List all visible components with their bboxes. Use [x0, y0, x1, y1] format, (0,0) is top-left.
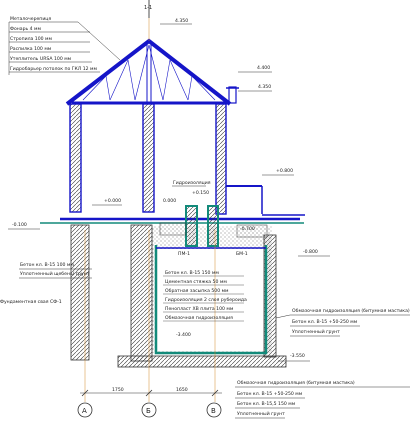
floor-line-2: Цементная стяжка 50 мм [165, 279, 227, 285]
pit [159, 205, 219, 247]
level-chimney-base: 4.350 [258, 84, 271, 90]
basement [117, 226, 287, 368]
left-pile [70, 224, 90, 361]
roof-line-2: Стропила 100 мм [10, 36, 53, 42]
level-pit-a: +0.150 [192, 190, 209, 196]
level-chimney-top: 4.400 [257, 65, 270, 71]
level-pit-b: -0.700 [240, 226, 255, 232]
level-basement-floor: -3.400 [176, 332, 191, 338]
axis-b-label: Б [146, 407, 151, 415]
floor-line-6: Обмазочная гидроизоляция [165, 315, 233, 321]
waterproofing-label: Гидроизоляция [173, 180, 211, 186]
footing-right-title: Обмазочная гидроизоляция (битумная масти… [237, 380, 355, 386]
roof-line-5: Гидробарьер потолок по ГКЛ 12 мм [10, 66, 97, 72]
left-wall-note: Бетон кл. В-15 100 мм Уплотненный щебень… [0, 262, 92, 305]
floor-line-5: Пенопласт ХВ плита 100 мм [165, 306, 234, 312]
level-ground-left: -0.100 [12, 222, 27, 228]
floor-line-1: Бетон кл. В-15 150 мм [165, 270, 219, 276]
dimension-1: 1750 [112, 387, 124, 393]
axis-a-bubble: А [77, 402, 93, 418]
floor-line-4: Гидроизоляция 2 слоя рубероида [165, 297, 247, 303]
roof [65, 38, 232, 106]
footing-right-note: Обмазочная гидроизоляция (битумная масти… [235, 380, 410, 419]
level-outside-right: +0.800 [276, 168, 293, 174]
step [236, 224, 268, 238]
footing-right-line-3: Уплотненный грунт [237, 410, 285, 417]
pile-left-label: Фундаментная свая СФ-1 [0, 299, 62, 305]
axis-a-label: А [82, 407, 87, 415]
wall-right-title: Обмазочная гидроизоляция (битумная масти… [292, 308, 410, 314]
walls [69, 103, 263, 215]
section-mark: 1-1 [144, 5, 152, 11]
roof-line-4: Утеплитель URSA 100 мм [10, 56, 72, 62]
floor-build-up-note: Бетон кл. В-15 150 мм Цементная стяжка 5… [163, 270, 247, 322]
floor-line-3: Обратная засыпка 500 мм [165, 288, 229, 294]
roof-build-up-note: Металочерепиця Фонарь 4 мм Стропила 100 … [8, 16, 121, 75]
level-first-floor: +0.000 [104, 198, 121, 204]
level-step: 0.000 [163, 198, 176, 204]
dimension-2: 1650 [176, 387, 188, 393]
level-marks: 4.350 4.400 4.350 +0.000 -0.100 +0.800 0… [8, 18, 330, 362]
axis-b-bubble: Б [141, 402, 157, 418]
roof-title: Металочерепиця [10, 16, 51, 22]
right-wall-note: Обмазочная гидроизоляция (битумная масти… [275, 308, 410, 337]
pm1-label: ПМ-1 [178, 251, 190, 257]
wall-left-line-2: Уплотненный щебень/ грунт [20, 270, 90, 277]
axis-v-label: В [211, 407, 216, 415]
bm1-label: БМ-1 [236, 251, 248, 257]
level-ridge: 4.350 [175, 18, 188, 24]
level-footing-bottom: -3.550 [290, 353, 305, 359]
wall-right-line-1: Бетон кл. В-15 +50-250 мм [292, 319, 358, 325]
level-ground-right: -0.800 [303, 249, 318, 255]
vent-pipe [228, 86, 237, 104]
axis-v-bubble: В [206, 402, 222, 418]
footing-right-line-1: Бетон кл. В-15 +50-250 мм [237, 391, 303, 397]
roof-line-3: Распилка 100 мм [10, 46, 52, 52]
footing-right-line-2: Бетон кл. В-15,5 150 мм [237, 401, 296, 407]
wall-left-line-1: Бетон кл. В-15 100 мм [20, 262, 74, 268]
roof-line-1: Фонарь 4 мм [10, 26, 42, 32]
axis-lines [84, 230, 216, 402]
wall-right-line-2: Уплотненный грунт [292, 328, 340, 335]
